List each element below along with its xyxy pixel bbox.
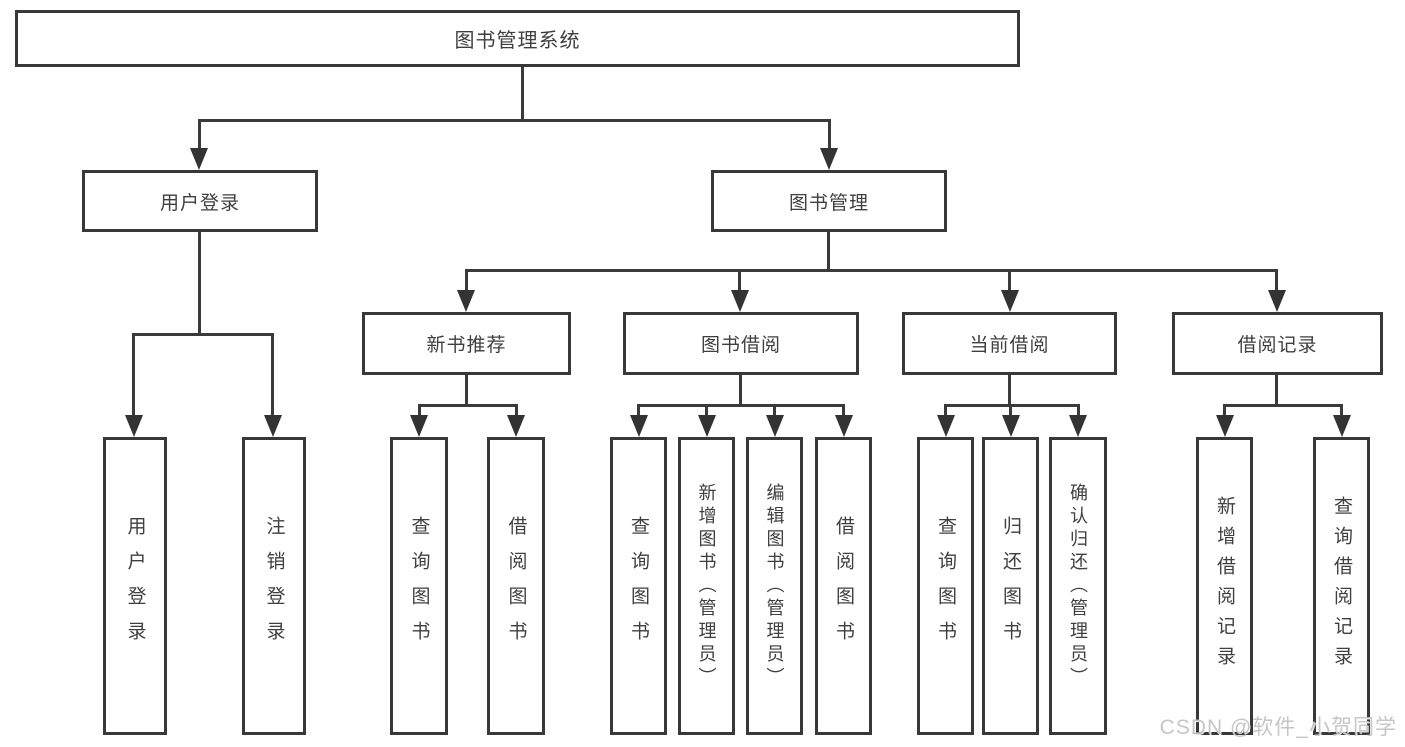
connector-line [198, 119, 831, 122]
connector-line [1340, 404, 1343, 418]
leaf-logout: 注销登录 [242, 437, 306, 735]
leaf-label: 新增借阅记录 [1214, 496, 1235, 676]
connector-line [773, 404, 776, 418]
connector-line [637, 404, 845, 407]
connector-line [842, 404, 845, 418]
connector-line [738, 269, 741, 292]
arrow-down-icon [1069, 415, 1087, 437]
node-user-login: 用户登录 [82, 170, 318, 232]
connector-line [521, 65, 524, 121]
leaf-query-books-borrowing: 查询图书 [610, 437, 667, 735]
arrow-down-icon [125, 415, 143, 437]
connector-line [739, 375, 742, 407]
connector-line [1008, 375, 1011, 407]
leaf-query-books-newbooks: 查询图书 [390, 437, 448, 735]
leaf-add-books-admin: 新增图书（管理员） [678, 437, 735, 735]
leaf-label: 查询图书 [408, 516, 430, 656]
arrow-down-icon [835, 415, 853, 437]
connector-line [1275, 269, 1278, 292]
connector-line [465, 375, 468, 407]
leaf-borrow-books-borrowing: 借阅图书 [815, 437, 872, 735]
connector-line [418, 404, 421, 418]
arrow-down-icon [264, 415, 282, 437]
connector-line [944, 404, 947, 418]
connector-line [944, 404, 1080, 407]
node-book-management: 图书管理 [711, 170, 947, 232]
node-book-borrowing: 图书借阅 [623, 312, 859, 375]
node-new-book-recommend: 新书推荐 [362, 312, 571, 375]
connector-line [418, 404, 518, 407]
arrow-down-icon [937, 415, 955, 437]
connector-line [132, 333, 274, 336]
leaf-query-borrow-record: 查询借阅记录 [1313, 437, 1370, 735]
node-current-borrowing: 当前借阅 [902, 312, 1117, 375]
leaf-confirm-return-admin: 确认归还（管理员） [1049, 437, 1107, 735]
leaf-label: 查询图书 [935, 516, 956, 656]
leaf-label: 查询借阅记录 [1331, 496, 1352, 676]
arrow-down-icon [766, 415, 784, 437]
connector-line [1077, 404, 1080, 418]
connector-line [465, 269, 1278, 272]
arrow-down-icon [457, 290, 475, 312]
leaf-query-books-current: 查询图书 [917, 437, 974, 735]
arrow-down-icon [820, 148, 838, 170]
connector-line [827, 232, 830, 272]
connector-line [465, 269, 468, 292]
connector-line [1008, 269, 1011, 292]
connector-line [1223, 404, 1226, 418]
node-borrow-records: 借阅记录 [1172, 312, 1383, 375]
connector-line [637, 404, 640, 418]
leaf-label: 借阅图书 [833, 516, 854, 656]
arrow-down-icon [1268, 290, 1286, 312]
leaf-label: 新增图书（管理员） [696, 482, 717, 690]
csdn-watermark: CSDN @软件_小贺同学 [1159, 716, 1397, 739]
leaf-add-borrow-record: 新增借阅记录 [1196, 437, 1253, 735]
arrow-down-icon [731, 290, 749, 312]
arrow-down-icon [190, 148, 208, 170]
arrow-down-icon [630, 415, 648, 437]
arrow-down-icon [698, 415, 716, 437]
connector-line [132, 333, 135, 417]
connector-line [515, 404, 518, 418]
leaf-label: 注销登录 [263, 516, 285, 656]
arrow-down-icon [410, 415, 428, 437]
leaf-label: 编辑图书（管理员） [764, 482, 785, 690]
connector-line [1275, 375, 1278, 407]
connector-line [828, 119, 831, 152]
leaf-label: 用户登录 [124, 516, 146, 656]
connector-line [198, 232, 201, 336]
connector-line [271, 333, 274, 417]
leaf-label: 查询图书 [628, 516, 649, 656]
leaf-return-books: 归还图书 [982, 437, 1039, 735]
connector-line [198, 119, 201, 152]
node-library-management-system: 图书管理系统 [15, 10, 1020, 67]
arrow-down-icon [1002, 415, 1020, 437]
arrow-down-icon [1001, 290, 1019, 312]
leaf-borrow-books-newbooks: 借阅图书 [487, 437, 545, 735]
leaf-edit-books-admin: 编辑图书（管理员） [746, 437, 803, 735]
connector-line [705, 404, 708, 418]
leaf-label: 归还图书 [1000, 516, 1021, 656]
arrow-down-icon [1333, 415, 1351, 437]
leaf-label: 确认归还（管理员） [1068, 482, 1088, 690]
leaf-user-login: 用户登录 [103, 437, 167, 735]
arrow-down-icon [507, 415, 525, 437]
connector-line [1223, 404, 1343, 407]
arrow-down-icon [1216, 415, 1234, 437]
connector-line [1009, 404, 1012, 418]
leaf-label: 借阅图书 [505, 516, 527, 656]
